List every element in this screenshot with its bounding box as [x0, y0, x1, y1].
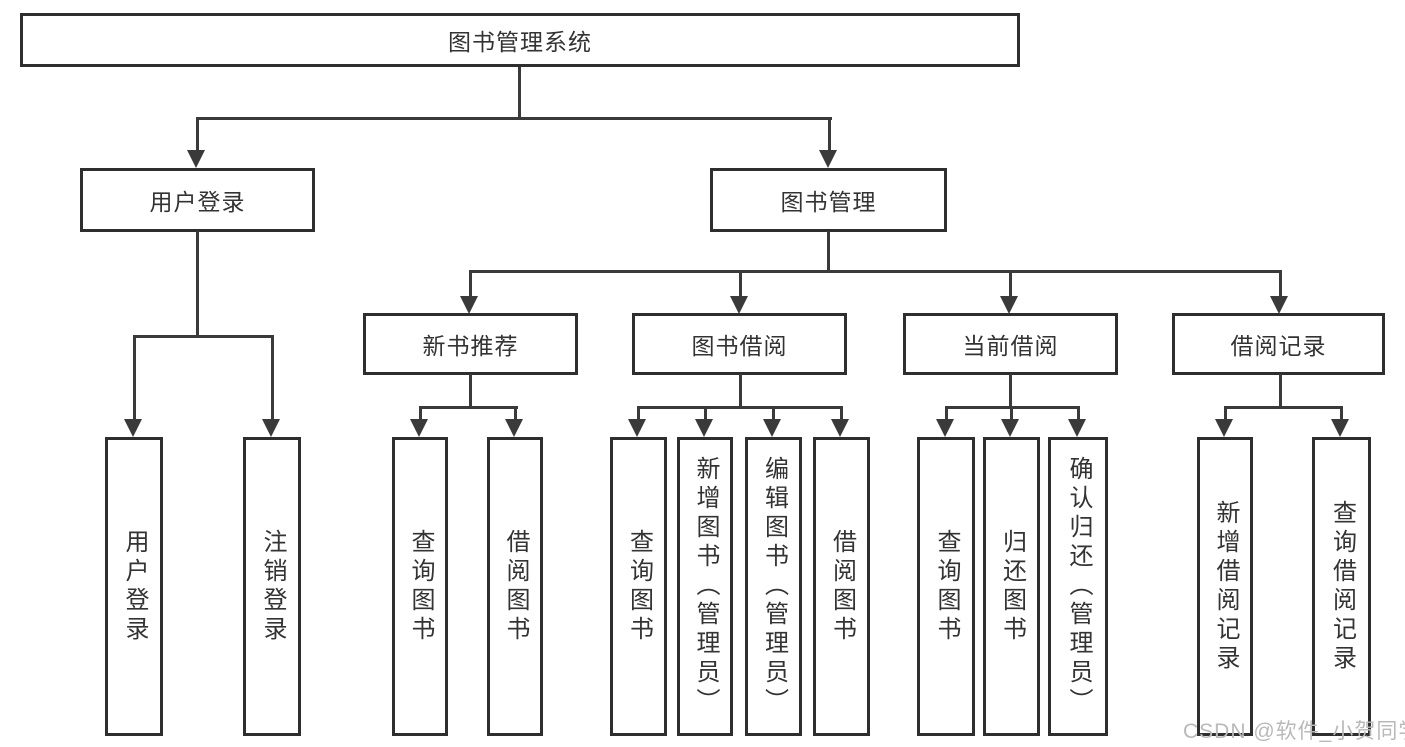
- arrow-down-icon: [1270, 296, 1288, 314]
- connector-line: [1009, 270, 1012, 300]
- leaf-borrow-books-recommend: 借阅图书: [487, 437, 543, 736]
- connector-line: [514, 406, 517, 422]
- arrow-down-icon: [1215, 419, 1233, 437]
- connector-line: [196, 231, 199, 338]
- arrow-down-icon: [763, 419, 781, 437]
- connector-line: [133, 335, 136, 422]
- connector-line: [419, 406, 422, 422]
- arrow-down-icon: [695, 419, 713, 437]
- connector-line: [637, 406, 640, 422]
- connector-line: [637, 406, 843, 409]
- arrow-down-icon: [460, 296, 478, 314]
- leaf-query-borrow-record: 查询借阅记录: [1312, 437, 1371, 736]
- connector-line: [945, 406, 948, 422]
- arrow-down-icon: [730, 296, 748, 314]
- leaf-edit-books-admin: 编辑图书（管理员）: [745, 437, 802, 736]
- node-new-book-recommend: 新书推荐: [363, 313, 578, 375]
- node-current-borrow: 当前借阅: [903, 313, 1118, 375]
- leaf-query-books-borrow: 查询图书: [610, 437, 667, 736]
- leaf-query-books-current: 查询图书: [917, 437, 975, 736]
- arrow-down-icon: [505, 419, 523, 437]
- arrow-down-icon: [1331, 419, 1349, 437]
- arrow-down-icon: [1000, 296, 1018, 314]
- connector-line: [827, 231, 830, 273]
- leaf-confirm-return-admin: 确认归还（管理员）: [1048, 437, 1108, 736]
- connector-line: [469, 374, 472, 408]
- node-root-library-system: 图书管理系统: [20, 13, 1020, 67]
- connector-line: [469, 270, 472, 300]
- connector-line: [133, 335, 274, 338]
- connector-line: [1009, 374, 1012, 408]
- leaf-logout: 注销登录: [243, 437, 301, 736]
- connector-line: [1279, 374, 1282, 408]
- leaf-query-books-recommend: 查询图书: [392, 437, 448, 736]
- arrow-down-icon: [124, 419, 142, 437]
- arrow-down-icon: [262, 419, 280, 437]
- connector-line: [196, 117, 199, 153]
- connector-line: [1010, 406, 1013, 422]
- arrow-down-icon: [936, 419, 954, 437]
- connector-line: [840, 406, 843, 422]
- leaf-add-borrow-record: 新增借阅记录: [1197, 437, 1253, 736]
- arrow-down-icon: [410, 419, 428, 437]
- connector-line: [1224, 406, 1227, 422]
- arrow-down-icon: [628, 419, 646, 437]
- leaf-borrow-books: 借阅图书: [813, 437, 870, 736]
- connector-line: [1279, 270, 1282, 300]
- node-book-borrow: 图书借阅: [632, 313, 847, 375]
- connector-line: [196, 117, 832, 120]
- node-borrow-records: 借阅记录: [1172, 313, 1385, 375]
- node-user-login: 用户登录: [80, 168, 315, 232]
- connector-line: [1077, 406, 1080, 422]
- arrow-down-icon: [187, 150, 205, 168]
- arrow-down-icon: [1068, 419, 1086, 437]
- connector-line: [704, 406, 707, 422]
- connector-line: [1224, 406, 1342, 409]
- connector-line: [828, 117, 831, 153]
- connector-line: [419, 406, 518, 409]
- connector-line: [1340, 406, 1343, 422]
- arrow-down-icon: [819, 150, 837, 168]
- arrow-down-icon: [831, 419, 849, 437]
- leaf-user-login: 用户登录: [105, 437, 163, 736]
- leaf-return-books: 归还图书: [983, 437, 1040, 736]
- csdn-watermark: CSDN @软件_小贺同学: [1183, 720, 1405, 743]
- node-book-management: 图书管理: [710, 168, 947, 232]
- leaf-add-books-admin: 新增图书（管理员）: [677, 437, 733, 736]
- arrow-down-icon: [1001, 419, 1019, 437]
- connector-line: [739, 374, 742, 408]
- connector-line: [271, 335, 274, 422]
- connector-line: [469, 270, 1282, 273]
- connector-line: [518, 67, 521, 118]
- connector-line: [739, 270, 742, 300]
- connector-line: [772, 406, 775, 422]
